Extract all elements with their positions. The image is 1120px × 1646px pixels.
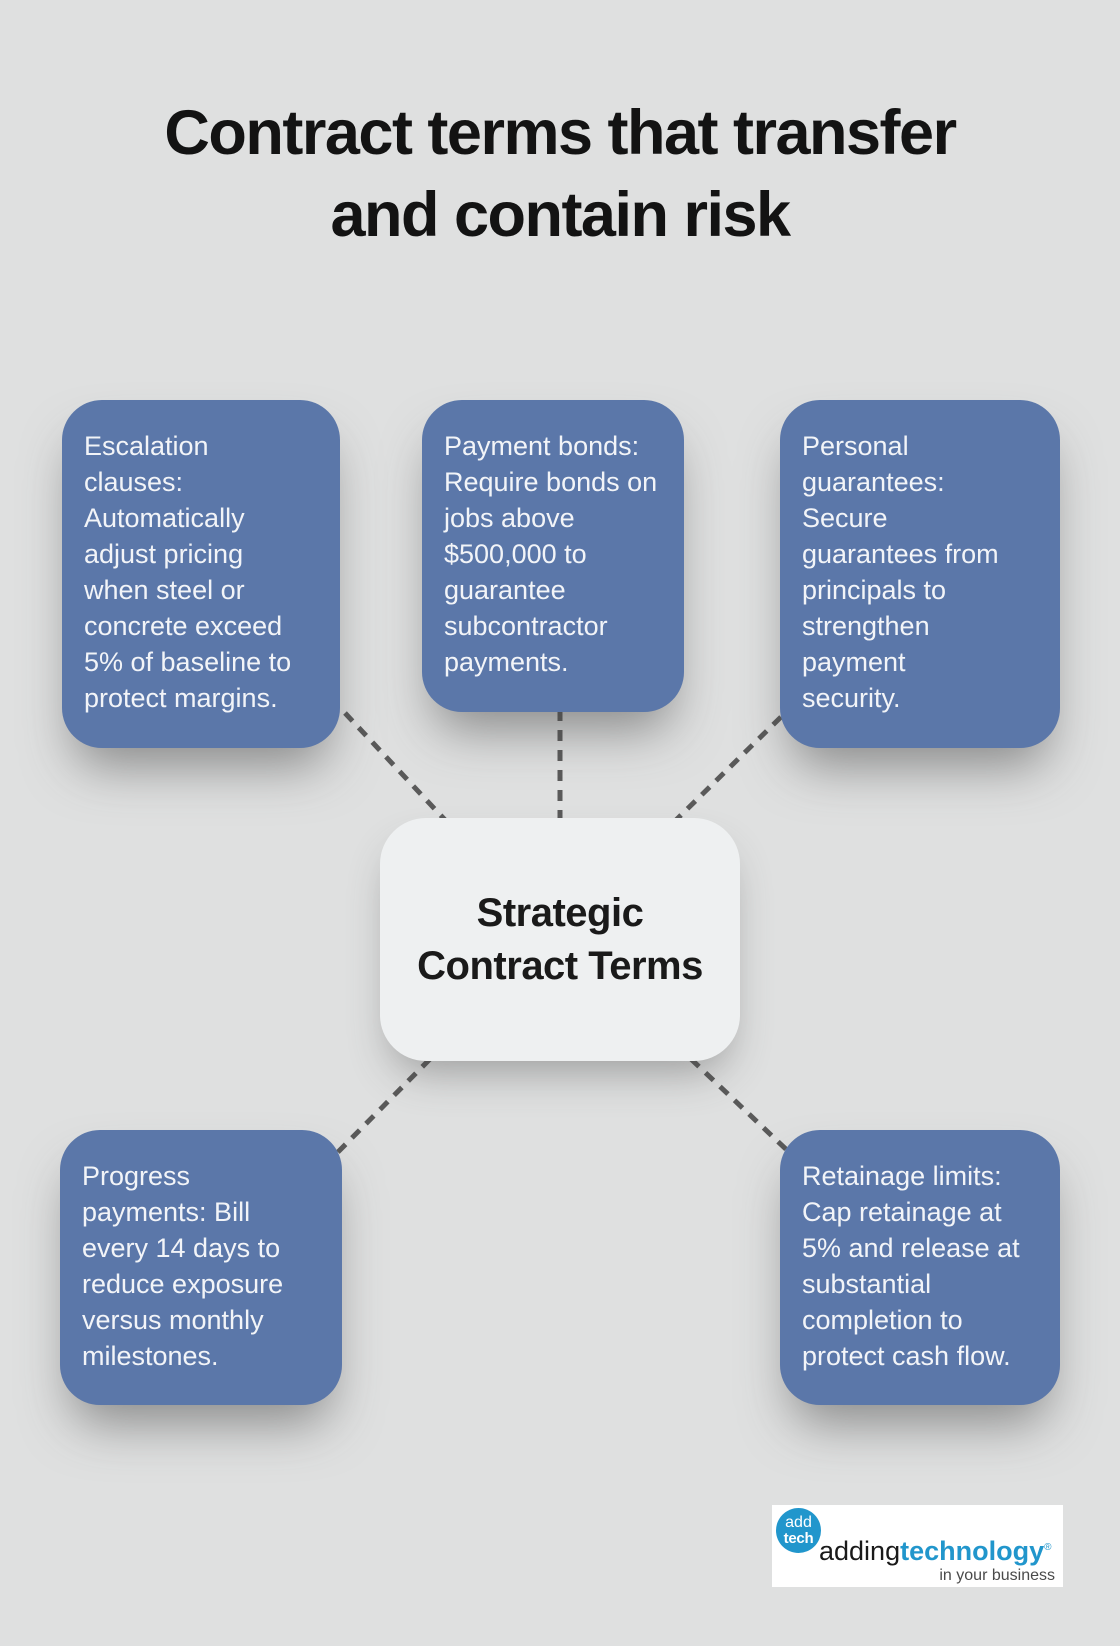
node-progress-payments: Progress payments: Bill every 14 days to… <box>60 1130 342 1405</box>
addtech-logo: add tech addingtechnology® in your busin… <box>772 1505 1063 1587</box>
connector-personal-to-center <box>673 715 783 823</box>
logo-wordmark: addingtechnology® <box>819 1538 1051 1565</box>
logo-circle-text-tech: tech <box>783 1530 814 1547</box>
logo-word-technology: technology <box>900 1536 1045 1566</box>
connector-escalation-to-center <box>343 711 448 823</box>
logo-tagline: in your business <box>939 1567 1055 1584</box>
center-node-strategic-contract-terms: Strategic Contract Terms <box>380 818 740 1061</box>
logo-trademark-symbol: ® <box>1044 1542 1052 1553</box>
node-retainage-limits: Retainage limits: Cap retainage at 5% an… <box>780 1130 1060 1405</box>
connector-center-to-progress <box>335 1057 432 1155</box>
page-title: Contract terms that transfer and contain… <box>164 98 957 250</box>
node-escalation-clauses: Escalation clauses: Automatically adjust… <box>62 400 340 748</box>
node-payment-bonds: Payment bonds: Require bonds on jobs abo… <box>422 400 684 712</box>
logo-word-adding: adding <box>819 1536 901 1566</box>
node-personal-guarantees: Personal guarantees: Secure guarantees f… <box>780 400 1060 748</box>
logo-circle-text-add: add <box>785 1514 812 1531</box>
connector-center-to-retainage <box>689 1057 792 1155</box>
addtech-logo-circle-icon: add tech <box>776 1508 821 1553</box>
